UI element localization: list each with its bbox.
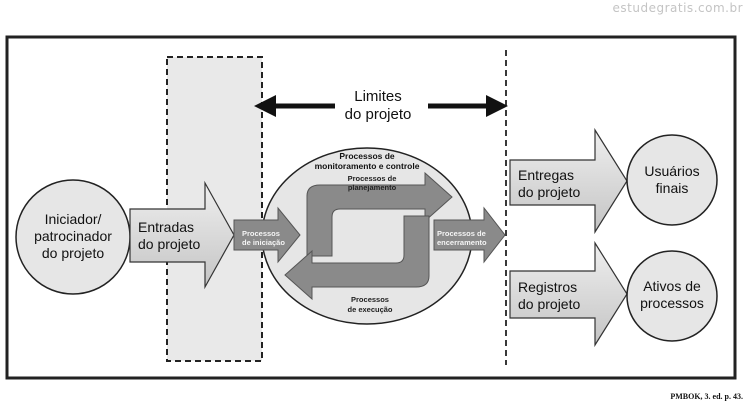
end-users-circle: [626, 134, 718, 226]
inputs-label-line2: do projeto: [138, 236, 200, 252]
process-assets-label-line1: Ativos de: [643, 278, 701, 294]
execution-arrow: [284, 215, 430, 301]
end-users-label-line1: Usuários: [644, 163, 699, 179]
closing-arrow: [433, 206, 506, 264]
end-users-label-line2: finais: [656, 180, 689, 196]
initiation-arrow: [233, 206, 301, 264]
planning-label-line2: planejamento: [348, 183, 397, 192]
closing-label-line2: encerramento: [437, 238, 487, 247]
records-arrow: [509, 240, 628, 348]
execution-label-line2: de execução: [347, 305, 392, 314]
planning-arrow: [306, 171, 453, 257]
boundary-label-line2: do projeto: [345, 106, 412, 123]
boundary-label-line1: Limites: [354, 88, 402, 105]
monitoring-label-line2: monitoramento e controle: [315, 161, 420, 171]
initiation-label-line1: Processos: [242, 229, 280, 238]
process-assets-circle: [626, 250, 718, 342]
inputs-arrow: [129, 180, 235, 290]
initiator-label-line3: do projeto: [42, 245, 104, 261]
initiation-label-line2: de iniciação: [242, 238, 285, 247]
records-label-line1: Registros: [518, 279, 577, 295]
planning-label-line1: Processos de: [348, 174, 397, 183]
process-assets-label-line2: processos: [640, 295, 704, 311]
execution-label-line1: Processos: [351, 295, 389, 304]
initiator-label-line2: patrocinador: [34, 228, 112, 244]
watermark: estudegratis.com.br: [612, 1, 743, 15]
monitoring-label-line1: Processos de: [339, 151, 395, 161]
deliverables-arrow: [509, 127, 628, 235]
boundary-double-arrow: [254, 95, 508, 117]
source-caption: PMBOK, 3. ed. p. 43.: [670, 392, 743, 401]
records-label-line2: do projeto: [518, 296, 580, 312]
closing-label-line1: Processos de: [437, 229, 486, 238]
deliverables-label-line2: do projeto: [518, 184, 580, 200]
inputs-label-line1: Entradas: [138, 219, 194, 235]
initiator-label-line1: Iniciador/: [45, 211, 102, 227]
deliverables-label-line1: Entregas: [518, 167, 574, 183]
